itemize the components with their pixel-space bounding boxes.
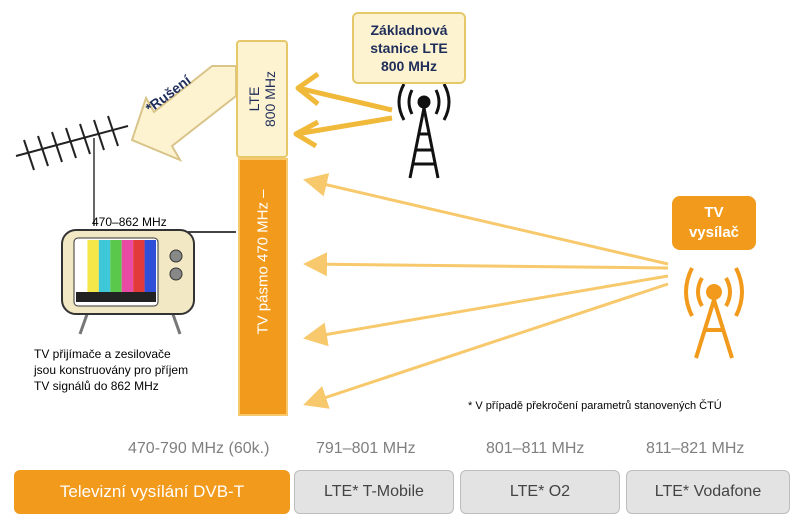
tmobile-button[interactable]: LTE* T-Mobile — [294, 470, 454, 514]
tv-band-label: TV pásmo 470 MHz – — [254, 189, 272, 335]
tv-transmitter-icon — [684, 267, 744, 359]
tv-test-bar — [144, 240, 156, 292]
tv-set-icon — [61, 229, 195, 335]
tv-signal-arrows — [303, 173, 669, 409]
interference-arrow — [130, 65, 237, 163]
tv-test-bar — [121, 240, 134, 292]
receivers-note: TV přijímače a zesilovače jsou konstruov… — [34, 346, 188, 394]
lte-band-label: LTE 800 MHz — [246, 71, 278, 127]
tv-signal-arrow — [303, 274, 669, 347]
tv-transmitter-line2: vysílač — [688, 224, 740, 241]
base-station-line2: stanice LTE — [370, 40, 448, 56]
tv-test-bar — [87, 240, 99, 292]
tv-transmitter-line1: TV — [704, 204, 724, 221]
receivers-note-line1: TV přijímače a zesilovače — [34, 347, 171, 361]
receivers-note-line2: jsou konstruovány pro příjem — [34, 363, 189, 377]
receivers-note-line3: TV signálů do 862 MHz — [34, 379, 159, 393]
tv-test-strip — [76, 292, 156, 302]
frequency-dvbt: 470-790 MHz (60k.) — [128, 440, 270, 457]
vodafone-button[interactable]: LTE* Vodafone — [626, 470, 790, 514]
tv-signal-arrow — [303, 252, 669, 277]
base-station-label: Základnová stanice LTE 800 MHz — [352, 12, 466, 84]
frequency-tmobile: 791–801 MHz — [316, 440, 416, 457]
tv-test-bar — [76, 240, 88, 292]
base-station-line1: Základnová — [370, 22, 448, 38]
antenna-icon — [15, 115, 129, 226]
lte-tower-icon — [397, 83, 451, 179]
tv-signal-arrow — [303, 282, 669, 409]
tv-test-bar — [110, 240, 122, 292]
o2-button[interactable]: LTE* O2 — [460, 470, 620, 514]
frequency-o2: 801–811 MHz — [486, 440, 585, 457]
base-station-line3: 800 MHz — [380, 58, 438, 74]
tv-transmitter-label: TV vysílač — [672, 196, 756, 250]
lte-band-line1: LTE — [246, 86, 262, 112]
lte-signal-arrows — [293, 71, 393, 149]
frequency-vodafone: 811–821 MHz — [646, 440, 745, 457]
lte-band-line2: 800 MHz — [262, 70, 278, 128]
lte-band-box — [236, 40, 288, 158]
tv-range-label: 470–862 MHz — [92, 215, 167, 229]
tv-signal-arrow — [303, 173, 669, 266]
tv-band-bar — [238, 158, 288, 416]
tv-test-bar — [133, 240, 145, 292]
footnote: * V případě překročení parametrů stanove… — [468, 400, 722, 412]
dvbt-button[interactable]: Televizní vysílání DVB-T — [14, 470, 290, 514]
tv-test-bar — [98, 240, 111, 292]
